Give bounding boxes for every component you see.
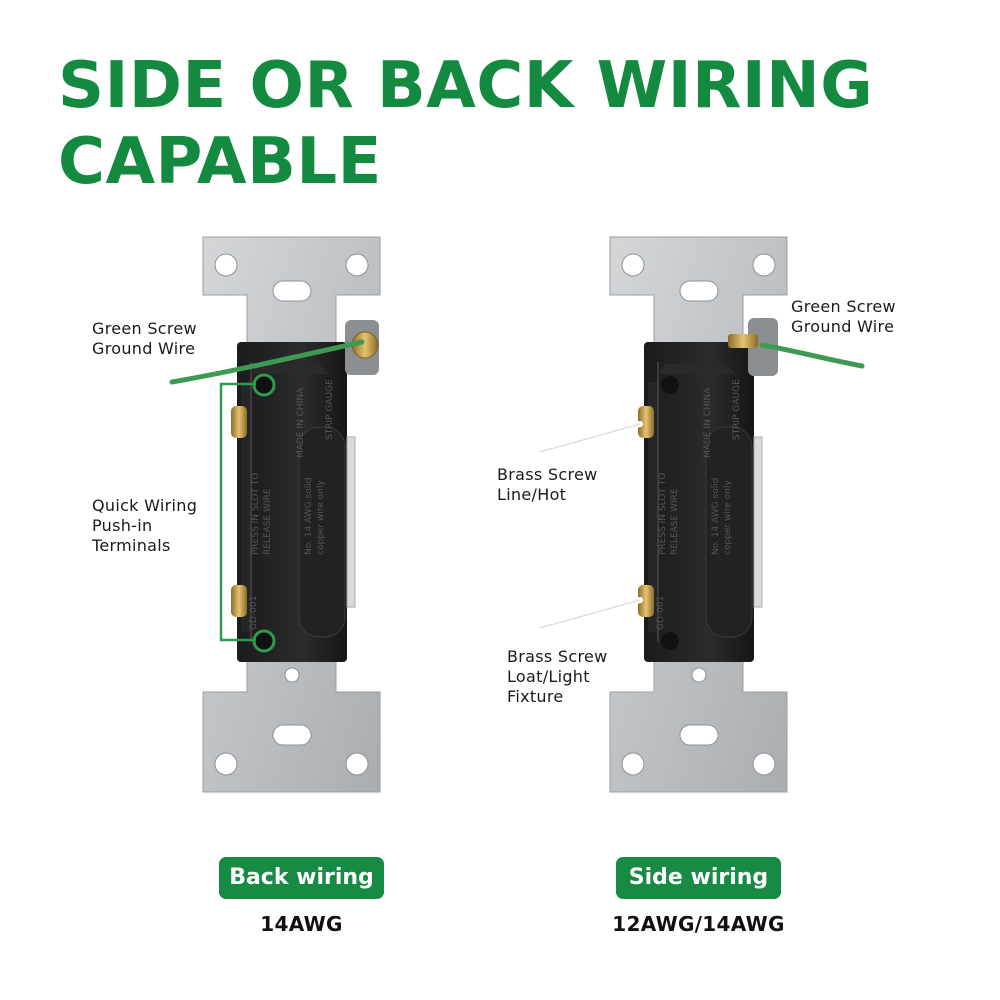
- pushin-callout-line-3: Terminals: [92, 536, 171, 555]
- load-callout: Brass Screw Loat/Light Fixture: [507, 647, 608, 707]
- back-wiring-switch: PRESS IN SLOT TO RELEASE WIRE No. 14 AWG…: [169, 236, 381, 793]
- line-hot-callout-line-1: Brass Screw: [497, 465, 598, 484]
- left-made-text: MADE IN CHINA: [296, 387, 306, 458]
- left-brass-screw-bottom: [231, 585, 247, 617]
- left-pushin-terminal-top: [252, 373, 276, 397]
- headline-line-1: SIDE OR BACK WIRING: [58, 49, 874, 123]
- left-ground-callout-line-1: Green Screw: [92, 319, 197, 338]
- right-brass-screw-bottom: [638, 585, 654, 617]
- left-spec-text: No. 14 AWG solid: [304, 478, 314, 555]
- right-pushin-terminal-bottom: [661, 632, 679, 650]
- load-wire: [539, 599, 641, 629]
- left-ground-callout: Green Screw Ground Wire: [92, 319, 197, 359]
- right-copper-text: copper wire only: [723, 480, 733, 555]
- side-wiring-badge: Side wiring: [616, 857, 781, 899]
- right-green-ground-screw: [728, 334, 758, 348]
- load-callout-line-3: Fixture: [507, 687, 564, 706]
- right-model-text: GD-001: [656, 596, 666, 630]
- pushin-callout-line-1: Quick Wiring: [92, 496, 198, 515]
- line-hot-callout: Brass Screw Line/Hot: [497, 465, 598, 505]
- side-wiring-switch: PRESS IN SLOT TO RELEASE WIRE No. 14 AWG…: [537, 236, 865, 793]
- headline: SIDE OR BACK WIRING CAPABLE: [58, 48, 958, 200]
- pushin-bracket-line: [219, 382, 256, 642]
- right-ground-callout-line-2: Ground Wire: [791, 317, 895, 336]
- left-ground-callout-line-2: Ground Wire: [92, 339, 196, 358]
- left-pushin-terminal-bottom: [252, 629, 276, 653]
- left-strip-text: STRIP GAUGE: [325, 379, 335, 440]
- line-hot-wire: [539, 423, 641, 453]
- right-made-text: MADE IN CHINA: [703, 387, 713, 458]
- right-ground-wire: [759, 342, 865, 369]
- left-press-text: PRESS IN SLOT TO: [251, 473, 261, 555]
- back-wiring-badge: Back wiring: [219, 857, 384, 899]
- right-pushin-terminal-top: [661, 376, 679, 394]
- headline-line-2: CAPABLE: [58, 125, 382, 199]
- right-ground-callout-line-1: Green Screw: [791, 297, 896, 316]
- load-callout-line-1: Brass Screw: [507, 647, 608, 666]
- load-callout-line-2: Loat/Light: [507, 667, 590, 686]
- left-brass-screw-top: [231, 406, 247, 438]
- right-press-text: PRESS IN SLOT TO: [658, 473, 668, 555]
- left-release-text: RELEASE WIRE: [263, 488, 273, 555]
- pushin-callout: Quick Wiring Push-in Terminals: [92, 496, 197, 556]
- right-ground-callout: Green Screw Ground Wire: [791, 297, 896, 337]
- right-release-text: RELEASE WIRE: [670, 488, 680, 555]
- left-ground-wire: [169, 339, 365, 385]
- right-spec-text: No. 14 AWG solid: [711, 478, 721, 555]
- left-copper-text: copper wire only: [316, 480, 326, 555]
- line-hot-callout-line-2: Line/Hot: [497, 485, 567, 504]
- pushin-callout-line-2: Push-in: [92, 516, 153, 535]
- side-wiring-gauge: 12AWG/14AWG: [612, 912, 785, 936]
- left-model-text: GD-001: [249, 596, 259, 630]
- back-wiring-gauge: 14AWG: [260, 912, 343, 936]
- right-strip-text: STRIP GAUGE: [732, 379, 742, 440]
- right-brass-screw-top: [638, 406, 654, 438]
